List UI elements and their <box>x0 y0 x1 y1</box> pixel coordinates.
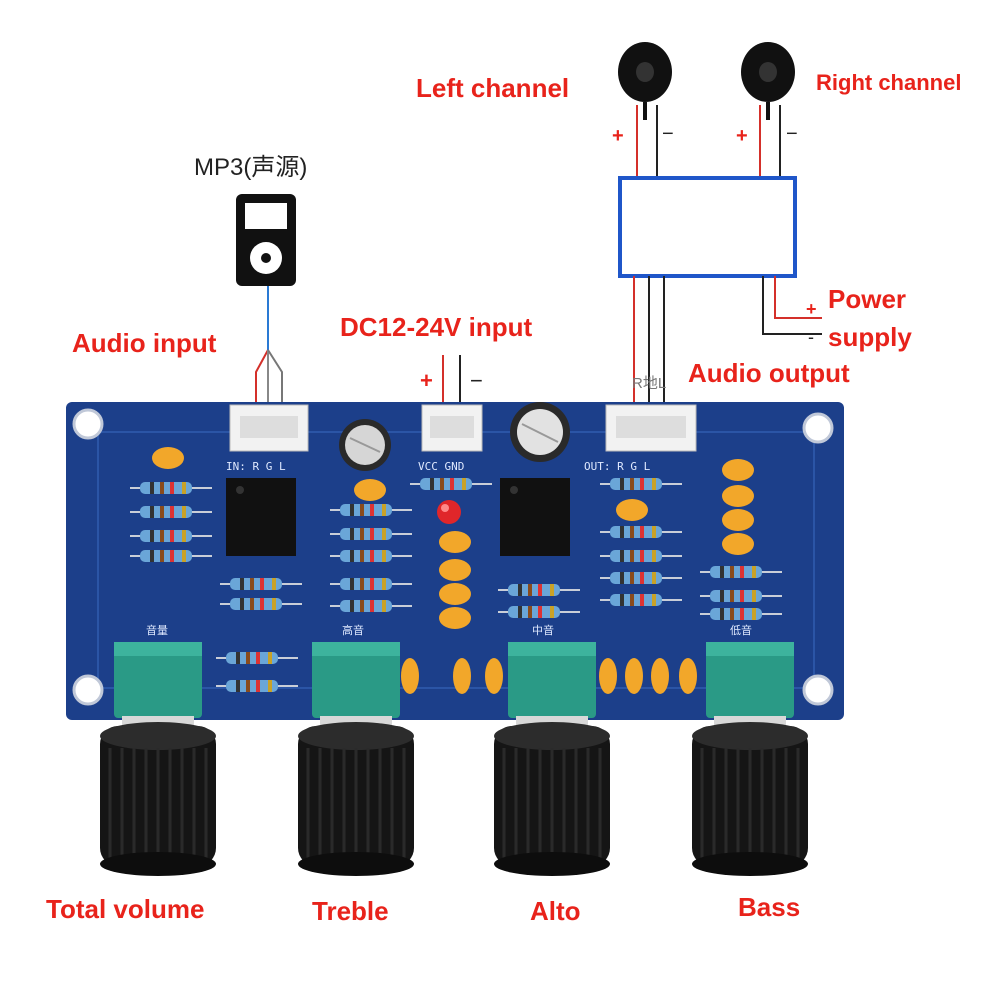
knob-label-bass: Bass <box>738 892 801 922</box>
power-minus-sign: - <box>808 327 814 347</box>
ceramic-capacitor <box>439 559 471 581</box>
power-supply-label-line1: Power <box>828 284 907 314</box>
knob-3 <box>692 642 808 876</box>
amplifier-box <box>618 176 797 278</box>
knob-1 <box>298 642 414 876</box>
dc-minus-sign: − <box>470 368 483 393</box>
left-speaker-minus: − <box>662 123 674 145</box>
power-plus-sign: + <box>806 299 817 319</box>
ceramic-capacitor <box>722 459 754 481</box>
knob-label-total-volume: Total volume <box>46 894 205 924</box>
power-supply-label-line2: supply <box>828 322 912 352</box>
right-speaker-minus: − <box>786 123 798 145</box>
knob-label-treble: Treble <box>312 896 389 926</box>
knob-2 <box>494 642 610 876</box>
ceramic-capacitor <box>651 658 669 694</box>
resistor <box>700 566 782 578</box>
resistor <box>410 478 492 490</box>
resistor <box>330 600 412 612</box>
audio-input-wires <box>255 286 283 412</box>
resistor <box>216 680 298 692</box>
ceramic-capacitor <box>616 499 648 521</box>
source-label: MP3(声源) <box>194 154 308 181</box>
resistor-array <box>130 478 782 692</box>
resistor <box>498 606 580 618</box>
resistor <box>600 594 682 606</box>
ceramic-capacitor <box>599 658 617 694</box>
resistor <box>130 506 212 518</box>
ceramic-capacitor <box>152 447 184 469</box>
ceramic-capacitor <box>439 583 471 605</box>
silk-output-pins: OUT: R G L <box>584 460 651 473</box>
op-amp-chip <box>500 478 570 556</box>
ceramic-capacitor <box>485 658 503 694</box>
resistor <box>700 608 782 620</box>
audio-output-wires <box>633 276 665 412</box>
electrolytic-capacitor <box>339 419 391 471</box>
resistor <box>600 478 682 490</box>
ceramic-capacitor <box>439 607 471 629</box>
silk-pot-bass: 低音 <box>730 623 752 637</box>
resistor <box>220 578 302 590</box>
ceramic-capacitor <box>722 533 754 555</box>
mp3-player-icon <box>236 194 296 286</box>
silk-input-pins: IN: R G L <box>226 460 286 473</box>
ceramic-capacitor <box>401 658 419 694</box>
dc-input-label: DC12-24V input <box>340 312 533 342</box>
speaker-wires <box>636 105 781 178</box>
silk-power-pins: VCC GND <box>418 460 464 473</box>
resistor <box>330 528 412 540</box>
knob-array <box>100 642 808 876</box>
silk-pot-treble: 高音 <box>342 623 364 637</box>
ceramic-capacitor-array <box>152 447 754 694</box>
electrolytic-capacitor <box>510 402 570 462</box>
power-supply-wires <box>762 276 822 335</box>
resistor <box>216 652 298 664</box>
resistor <box>220 598 302 610</box>
output-connector <box>605 404 697 452</box>
ceramic-capacitor <box>354 479 386 501</box>
knob-0 <box>100 642 216 876</box>
knob-label-alto: Alto <box>530 896 581 926</box>
audio-output-label: Audio output <box>688 358 850 388</box>
resistor <box>130 530 212 542</box>
resistor <box>330 550 412 562</box>
resistor <box>700 590 782 602</box>
resistor <box>600 526 682 538</box>
ceramic-capacitor <box>722 509 754 531</box>
resistor <box>330 578 412 590</box>
ceramic-capacitor <box>625 658 643 694</box>
resistor <box>130 482 212 494</box>
dc-connector <box>421 404 483 452</box>
input-connector <box>229 404 309 452</box>
dc-plus-sign: + <box>420 368 433 393</box>
op-amp-chip <box>226 478 296 556</box>
right-speaker-icon <box>741 42 795 120</box>
right-speaker-plus: + <box>736 125 748 147</box>
left-speaker-icon <box>618 42 672 120</box>
resistor <box>600 550 682 562</box>
resistor <box>600 572 682 584</box>
silk-pot-volume: 音量 <box>146 623 168 637</box>
ceramic-capacitor <box>679 658 697 694</box>
output-pin-labels: R地L <box>632 375 666 392</box>
power-led <box>437 500 461 524</box>
ceramic-capacitor <box>453 658 471 694</box>
ceramic-capacitor <box>722 485 754 507</box>
right-channel-label: Right channel <box>816 70 962 95</box>
audio-input-label: Audio input <box>72 328 217 358</box>
left-speaker-plus: + <box>612 125 624 147</box>
resistor <box>330 504 412 516</box>
resistor <box>498 584 580 596</box>
silk-pot-alto: 中音 <box>532 623 554 637</box>
left-channel-label: Left channel <box>416 73 570 103</box>
resistor <box>130 550 212 562</box>
ceramic-capacitor <box>439 531 471 553</box>
